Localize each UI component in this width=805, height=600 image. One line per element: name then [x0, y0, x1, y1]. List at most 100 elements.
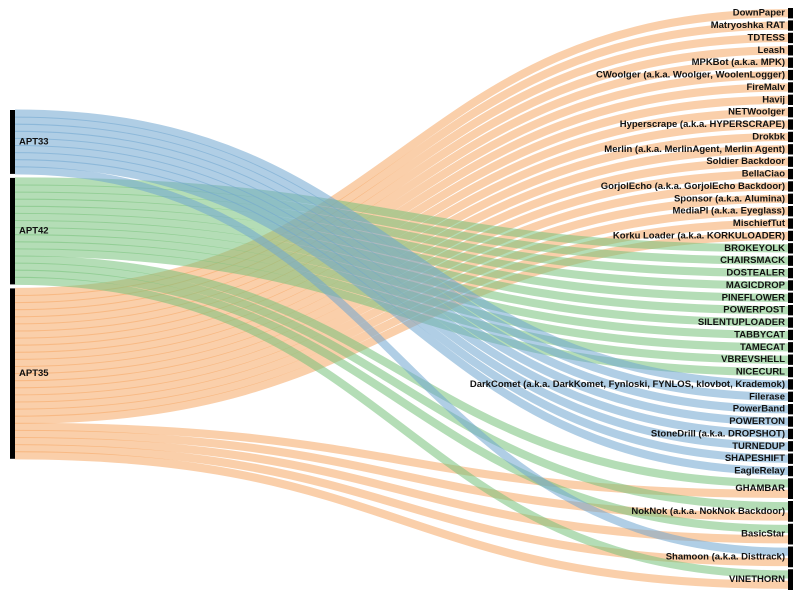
flow-link-apt42-39 — [14, 262, 789, 511]
source-node-bar — [10, 110, 15, 174]
target-node: Matryoshka RAT — [711, 20, 793, 31]
target-node: PINEFLOWER — [722, 292, 793, 303]
target-node: GorjolEcho (a.k.a. GorjolEcho Backdoor) — [601, 181, 793, 192]
target-node: POWERTON — [729, 416, 793, 427]
flow-link-apt33-34 — [14, 137, 789, 439]
target-node: CHAIRSMACK — [720, 255, 793, 266]
target-node: MPKBot (a.k.a. MPK) — [692, 57, 793, 68]
target-node-bar — [788, 156, 793, 167]
target-node-label: FireMalv — [746, 82, 785, 93]
target-node: Shamoon (a.k.a. Disttrack) — [666, 546, 793, 568]
target-node-bar — [788, 94, 793, 105]
flow-link-apt35-5 — [14, 70, 789, 332]
flow-link-apt33-30 — [14, 109, 789, 389]
target-node: StoneDrill (a.k.a. DROPSHOT) — [651, 428, 793, 439]
target-node: NokNok (a.k.a. NokNok Backdoor) — [631, 501, 793, 522]
target-node-label: SILENTUPLOADER — [698, 317, 785, 328]
target-node-bar — [788, 69, 793, 81]
target-node-label: NICECURL — [736, 367, 785, 378]
target-node-bar — [788, 379, 793, 390]
target-node-label: MediaPl (a.k.a. Eyeglass) — [673, 206, 785, 217]
target-node-label: BasicStar — [741, 529, 785, 540]
flow-link-apt33-32 — [14, 123, 789, 414]
target-node-label: CWoolger (a.k.a. Woolger, WoolenLogger) — [596, 70, 785, 81]
target-node-label: DarkComet (a.k.a. DarkKomet, Fynloski, F… — [470, 379, 785, 390]
target-node: BellaCiao — [742, 169, 793, 180]
source-node-bar — [10, 177, 15, 285]
target-node-bar — [788, 292, 793, 303]
target-node-label: GHAMBAR — [735, 483, 785, 494]
target-node-bar — [788, 354, 793, 365]
flow-link-apt42-38 — [14, 255, 789, 488]
target-node-bar — [788, 478, 793, 499]
target-node-label: Leash — [758, 45, 786, 56]
target-node-bar — [788, 82, 793, 93]
flow-link-apt42-19 — [14, 177, 789, 253]
target-node-bar — [788, 218, 793, 229]
target-node-bar — [788, 465, 793, 477]
target-node: DarkComet (a.k.a. DarkKomet, Fynloski, F… — [470, 379, 793, 390]
target-node-bar — [788, 8, 793, 19]
source-node-apt42: APT42 — [10, 177, 49, 285]
target-node-label: PINEFLOWER — [722, 292, 785, 303]
target-node-bar — [788, 57, 793, 68]
target-node-label: BROKEYOLK — [724, 243, 785, 254]
target-node: EagleRelay — [734, 466, 793, 477]
target-node-bar — [788, 305, 793, 316]
target-node-label: TDTESS — [748, 32, 785, 43]
source-node-apt35: APT35 — [10, 288, 49, 459]
flow-link-apt42-42 — [14, 276, 789, 579]
target-node-bar — [788, 230, 793, 242]
flow-link-apt42-21 — [14, 191, 789, 278]
source-node-label: APT42 — [19, 226, 49, 237]
target-node: PowerBand — [733, 404, 793, 415]
target-node-label: Sponsor (a.k.a. Alumina) — [674, 193, 785, 204]
target-node-bar — [788, 32, 793, 44]
target-node-label: TURNEDUP — [732, 441, 785, 452]
target-node: MischiefTut — [733, 218, 793, 229]
target-node-label: Korku Loader (a.k.a. KORKULOADER) — [613, 230, 785, 241]
target-node-bar — [788, 546, 793, 568]
target-node-bar — [788, 453, 793, 464]
target-node: SILENTUPLOADER — [698, 317, 793, 328]
target-node-bar — [788, 329, 793, 341]
target-node-label: VINETHORN — [729, 574, 785, 585]
target-node-label: EagleRelay — [734, 466, 785, 477]
target-node-label: DOSTEALER — [726, 268, 785, 279]
target-node: VBREVSHELL — [721, 354, 793, 365]
target-node-bar — [788, 441, 793, 452]
target-node-bar — [788, 416, 793, 427]
target-node-label: SHAPESHIFT — [725, 453, 785, 464]
target-node-label: POWERTON — [729, 416, 785, 427]
target-node-bar — [788, 45, 793, 56]
flow-link-apt33-33 — [14, 130, 789, 426]
target-node-label: MischiefTut — [733, 218, 786, 229]
target-node: CWoolger (a.k.a. Woolger, WoolenLogger) — [596, 70, 793, 81]
target-node: TABBYCAT — [734, 329, 793, 340]
target-node-bar — [788, 280, 793, 291]
target-node-bar — [788, 569, 793, 590]
target-node-label: DownPaper — [733, 8, 786, 19]
target-node-bar — [788, 391, 793, 402]
target-node-bar — [788, 20, 793, 31]
target-node-label: GorjolEcho (a.k.a. GorjolEcho Backdoor) — [601, 181, 785, 192]
target-node-bar — [788, 404, 793, 415]
target-node-label: Merlin (a.k.a. MerlinAgent, Merlin Agent… — [604, 144, 785, 155]
target-node: Leash — [758, 45, 793, 56]
target-node: Filerase — [749, 391, 793, 402]
target-node: SHAPESHIFT — [725, 453, 793, 464]
target-node: Korku Loader (a.k.a. KORKULOADER) — [613, 230, 793, 241]
target-node-bar — [788, 206, 793, 217]
target-node-label: POWERPOST — [723, 305, 785, 316]
target-node: Havij — [762, 94, 793, 105]
target-node-label: StoneDrill (a.k.a. DROPSHOT) — [651, 428, 785, 439]
target-node-label: VBREVSHELL — [721, 354, 785, 365]
target-node: DOSTEALER — [726, 268, 793, 279]
target-node-bar — [788, 144, 793, 155]
target-node-bar — [788, 428, 793, 440]
target-node: TAMECAT — [740, 342, 793, 353]
target-node-bar — [788, 501, 793, 522]
target-node-label: Matryoshka RAT — [711, 20, 785, 31]
target-node-bar — [788, 243, 793, 254]
